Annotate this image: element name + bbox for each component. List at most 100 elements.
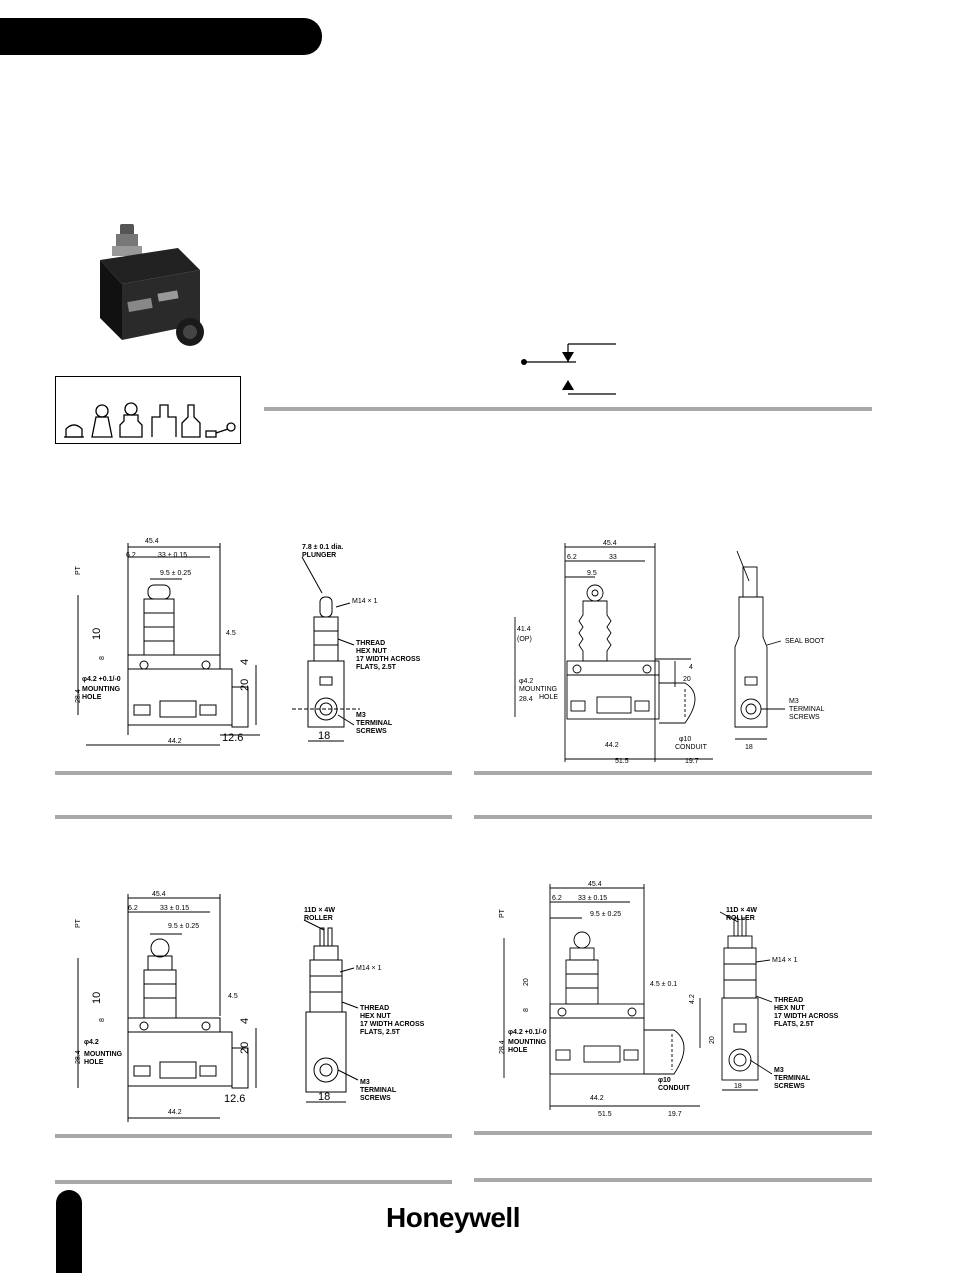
callout-text: M3 [360, 1079, 370, 1086]
callout-text: 11D × 4W [304, 907, 335, 914]
dim-text: 4 [239, 1018, 251, 1024]
hole-label: φ4.2 [84, 1039, 99, 1046]
callout-text: FLATS, 2.5T [774, 1021, 815, 1028]
figure-1-drawing: 45.4 6.2 33 ± 0.15 9.5 ± 0.25 10 8 4.5 4… [75, 538, 421, 746]
dim-text: 44.2 [168, 738, 182, 745]
dim-text: φ10 [679, 736, 691, 743]
dim-text: 10 [91, 628, 103, 640]
dim-text: 4.2 [689, 994, 696, 1004]
callout-text: FLATS, 2.5T [356, 664, 397, 671]
dim-text: 4 [239, 659, 251, 665]
callout-text: 17 WIDTH ACROSS [356, 656, 421, 663]
dim-text: 10 [91, 992, 103, 1004]
dim-text: 44.2 [168, 1109, 182, 1116]
callout-text: HEX NUT [356, 648, 387, 655]
hole-label: HOLE [82, 694, 102, 701]
hole-label: MOUNTING [519, 686, 557, 693]
callout-text: M14 × 1 [352, 598, 378, 605]
hole-label: MOUNTING [508, 1039, 547, 1046]
dim-text: 45.4 [588, 881, 602, 888]
dim-text: 8 [99, 1018, 106, 1022]
dim-text: 51.5 [615, 758, 629, 765]
dim-text: 20 [239, 679, 251, 691]
callout-text: SEAL BOOT [785, 638, 825, 645]
dim-text: 9.5 [587, 570, 597, 577]
callout-text: FLATS, 2.5T [360, 1029, 401, 1036]
fig1-caption-rule-top [55, 771, 452, 775]
dim-text: 28.4 [75, 689, 82, 703]
dim-text: PT [75, 918, 82, 928]
fig3-caption-rule-top [55, 1134, 452, 1138]
fig2-caption-rule-top [474, 771, 872, 775]
callout-text: M3 [774, 1067, 784, 1074]
fig4-caption-rule-bottom [474, 1178, 872, 1182]
dim-text: 8 [99, 656, 106, 660]
hole-label: φ4.2 [519, 678, 533, 685]
dim-text: 12.6 [224, 1093, 245, 1105]
dim-text: 20 [523, 978, 530, 986]
dim-text: 8 [523, 1008, 530, 1012]
dim-text: PT [75, 565, 82, 575]
dim-text: 6.2 [126, 552, 136, 559]
dim-text: 12.6 [222, 732, 243, 744]
page-tab [56, 1190, 82, 1273]
header-bar [0, 18, 322, 55]
dim-text: 20 [683, 676, 691, 683]
actuator-icons [64, 402, 236, 438]
dim-text: 33 ± 0.15 [160, 905, 189, 912]
dim-text: 6.2 [567, 554, 577, 561]
dim-text: 41.4 [517, 626, 531, 633]
dim-text: 18 [734, 1083, 742, 1090]
callout-text: THREAD [774, 997, 803, 1004]
callout-text: TERMINAL [356, 720, 393, 727]
callout-text: SCREWS [789, 714, 820, 721]
dim-text: (OP) [517, 636, 532, 643]
fig4-caption-rule-top [474, 1131, 872, 1135]
dim-text: 28.4 [499, 1040, 506, 1054]
callout-text: HEX NUT [360, 1013, 391, 1020]
callout-text: SCREWS [360, 1095, 391, 1102]
honeywell-logo: Honeywell [386, 1202, 520, 1233]
callout-text: ROLLER [726, 915, 755, 922]
product-photo [100, 224, 204, 346]
hole-label: φ4.2 +0.1/-0 [82, 676, 121, 683]
callout-text: TERMINAL [789, 706, 825, 713]
dim-text: 45.4 [145, 538, 159, 545]
dim-text: 45.4 [603, 540, 617, 547]
callout-text: M14 × 1 [356, 965, 382, 972]
figure-3-drawing: 45.4 6.2 33 ± 0.15 9.5 ± 0.25 10 8 4.5 4… [75, 891, 425, 1122]
callout-text: M3 [356, 712, 366, 719]
dim-text: 4.5 [228, 993, 238, 1000]
fig2-caption-rule-bottom [474, 815, 872, 819]
callout-text: 11D × 4W [726, 907, 757, 914]
dim-text: 6.2 [128, 905, 138, 912]
dim-text: 28.4 [75, 1050, 82, 1064]
callout-text: SCREWS [774, 1083, 805, 1090]
dim-text: 9.5 ± 0.25 [168, 923, 199, 930]
callout-text: M3 [789, 698, 799, 705]
callout-text: TERMINAL [360, 1087, 397, 1094]
dim-text: 4 [689, 664, 693, 671]
callout-text: PLUNGER [302, 552, 336, 559]
hole-label: HOLE [508, 1047, 528, 1054]
dim-text: 4.5 [226, 630, 236, 637]
callout-text: 7.8 ± 0.1 dia. [302, 544, 343, 551]
dim-text: 33 ± 0.15 [578, 895, 607, 902]
dim-text: 33 [609, 554, 617, 561]
hole-label: HOLE [84, 1059, 104, 1066]
dim-text: 9.5 ± 0.25 [590, 911, 621, 918]
dim-text: 19.7 [668, 1111, 682, 1118]
dim-text: 51.5 [598, 1111, 612, 1118]
dim-text: φ10 [658, 1077, 671, 1084]
dim-text: 45.4 [152, 891, 166, 898]
dim-text: 4.5 ± 0.1 [650, 981, 677, 988]
callout-text: THREAD [360, 1005, 389, 1012]
callout-text: SCREWS [356, 728, 387, 735]
figure-2-drawing: 45.4 6.2 33 9.5 41.4 (OP) 4 20 28.4 44.2… [514, 540, 825, 765]
dim-text: 18 [318, 730, 330, 742]
dim-text: CONDUIT [675, 744, 708, 751]
fig3-caption-rule-bottom [55, 1180, 452, 1184]
callout-text: 17 WIDTH ACROSS [774, 1013, 839, 1020]
callout-text: M14 × 1 [772, 957, 798, 964]
dim-text: 20 [239, 1042, 251, 1054]
